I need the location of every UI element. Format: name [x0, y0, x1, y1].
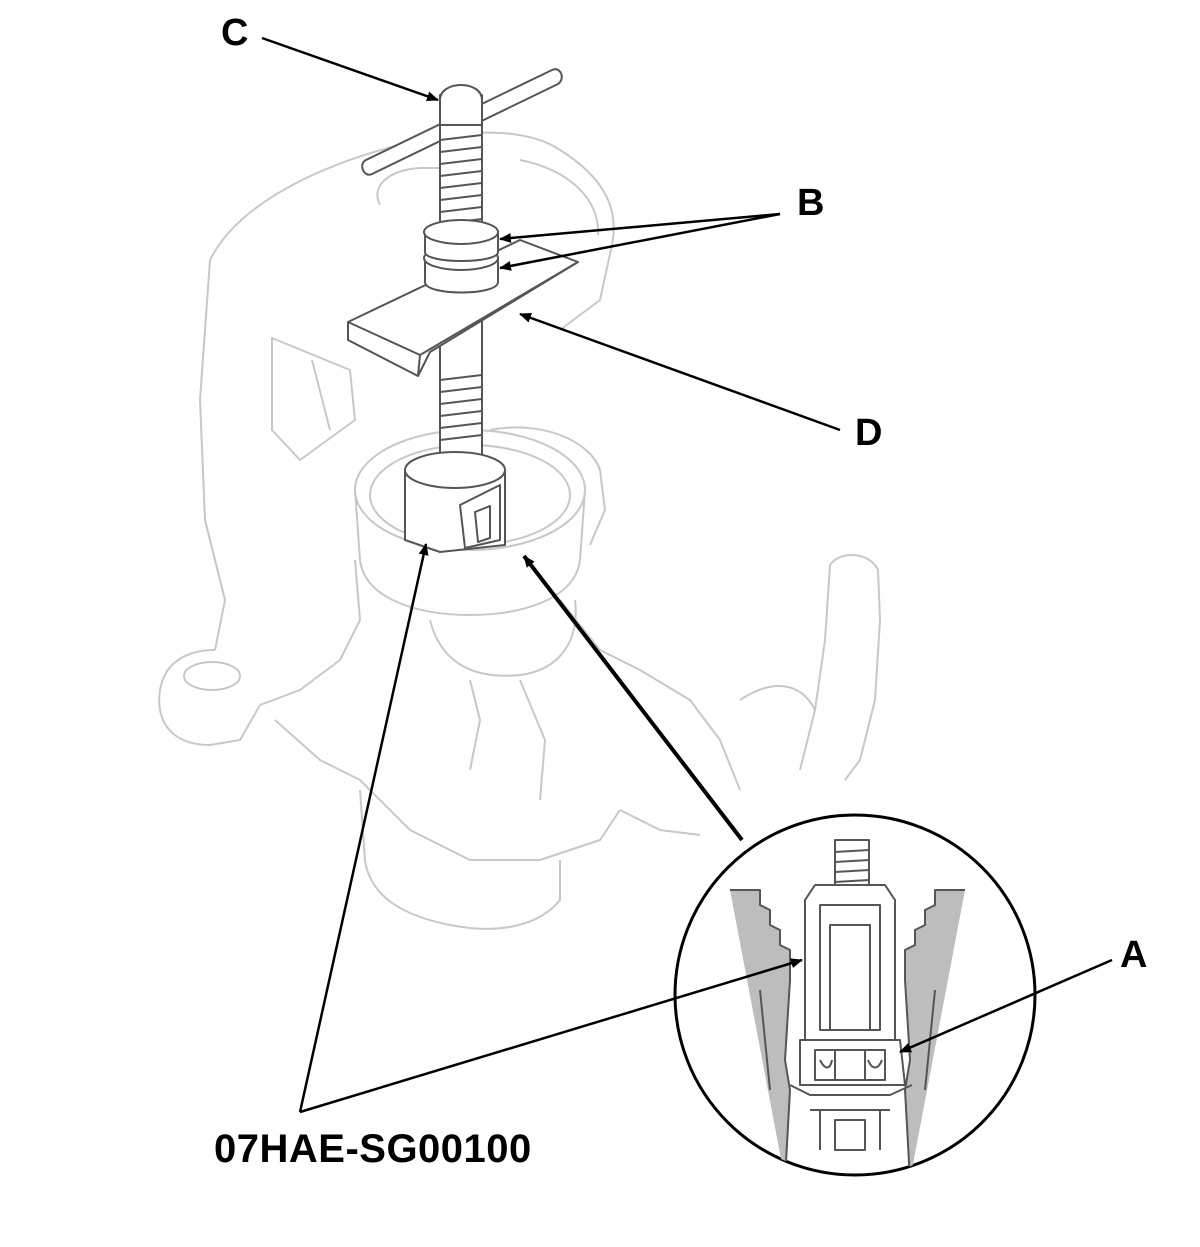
leader-a	[899, 958, 1113, 1054]
leader-d	[519, 312, 841, 432]
leader-b-upper	[499, 212, 781, 244]
detail-view	[673, 813, 1037, 1177]
label-b: B	[797, 182, 825, 224]
leader-c	[261, 36, 439, 102]
leader-part-right	[299, 958, 803, 1114]
leader-lines	[261, 36, 1113, 1114]
puller-tool	[347, 68, 579, 553]
label-c: C	[221, 12, 249, 54]
knuckle-housing-ghost	[158, 131, 881, 930]
leader-part-left	[298, 543, 429, 1113]
label-a: A	[1120, 934, 1148, 976]
part-number-label: 07HAE-SG00100	[214, 1127, 532, 1171]
leader-b-lower	[499, 212, 781, 271]
label-d: D	[855, 412, 883, 454]
leader-detail	[522, 554, 744, 842]
crossbar	[347, 239, 579, 377]
